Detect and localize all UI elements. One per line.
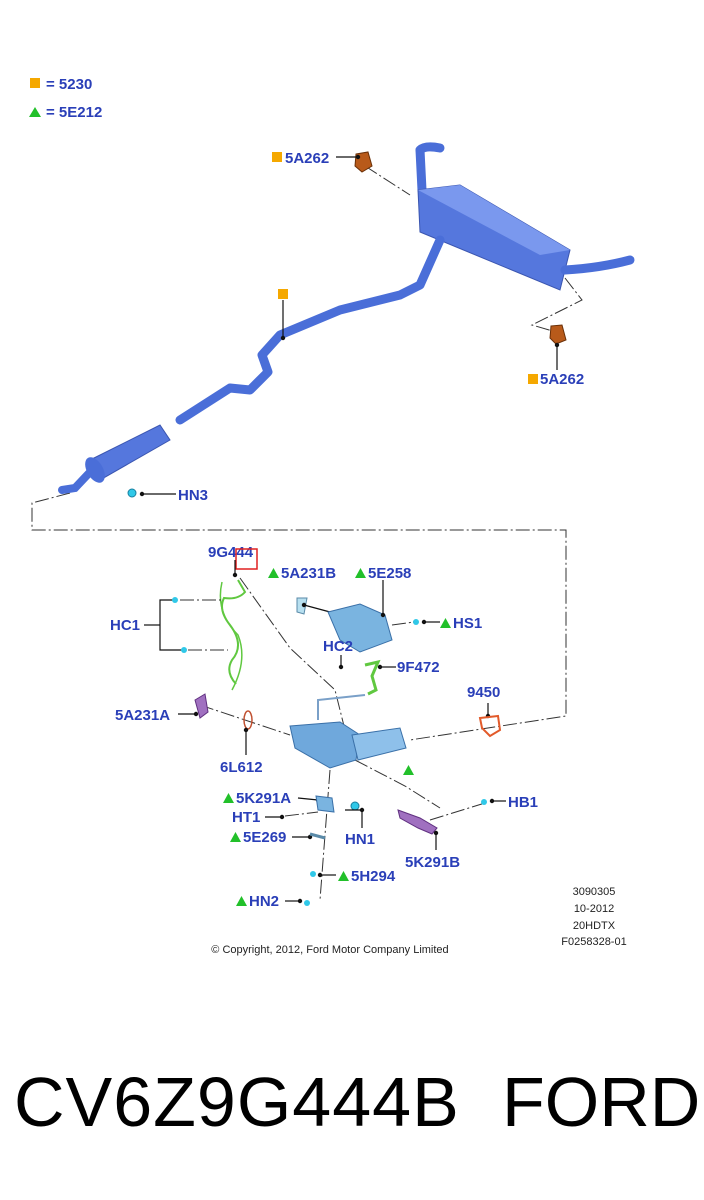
label-5a262-right: 5A262 [540,371,584,388]
meta-line-4: F0258328-01 [561,936,626,948]
sensor-9f472-icon [364,659,381,696]
label-5k291a: 5K291A [236,790,291,807]
connector-line-hb [354,759,441,809]
legend-triangle-icon [29,107,41,117]
label-5a231b: 5A231B [281,565,336,582]
label-hs1: HS1 [453,615,482,632]
catalytic-converter-upper [327,603,393,653]
rear-muffler [415,142,635,291]
square-marker-top-icon [272,152,282,162]
stud-5e269-icon [309,832,326,840]
label-hc2: HC2 [323,638,353,655]
clip-hc1-lower-icon [181,647,187,653]
nut-hn3-icon [127,488,137,498]
triangle-hs1-icon [440,618,451,628]
label-9450: 9450 [467,684,500,701]
bracket-5k291b-icon [397,809,438,835]
clip-hc1-upper-icon [172,597,178,603]
nut-hn2-icon [304,900,310,906]
triangle-converter-icon [403,765,414,775]
meta-line-3: 20HDTX [573,920,616,932]
label-9g444: 9G444 [208,544,254,561]
footer [0,1000,704,1200]
triangle-5e269-icon [230,832,241,842]
bracket-5k291a-icon [315,795,335,813]
label-ht1: HT1 [232,809,260,826]
highlight-box [235,548,258,570]
connector-line-ht [319,769,331,901]
connector-line-gasket [199,704,291,736]
intermediate-pipe [175,235,445,425]
part-number: CV6Z9G444B [14,1063,460,1141]
legend-triangle-text: = 5E212 [46,104,102,121]
gasket-6l612-icon [243,710,253,730]
label-5a231a: 5A231A [115,707,170,724]
triangle-5a231b-icon [268,568,279,578]
square-marker-right-icon [528,374,538,384]
copyright: © Copyright, 2012, Ford Motor Company Li… [211,944,448,956]
connector-line-sensor [239,577,346,731]
connector-line-left [31,492,567,741]
clamp-5h294-icon [310,871,316,877]
connector-line-top-hanger [364,165,411,196]
connector-line-hb1 [429,802,486,821]
label-hn1: HN1 [345,831,375,848]
legend-square-icon [30,78,40,88]
meta-line-2: 10-2012 [574,903,614,915]
label-5h294: 5H294 [351,868,396,885]
meta-line-1: 3090305 [573,886,616,898]
label-hn2: HN2 [249,893,279,910]
gasket-5a231b-icon [296,597,308,615]
label-hb1: HB1 [508,794,538,811]
oxygen-sensor-cable [221,579,247,685]
label-5a262-top: 5A262 [285,150,329,167]
label-6l612: 6L612 [220,759,263,776]
triangle-hn2-icon [236,896,247,906]
connector-line-right-hanger [530,277,583,333]
stud-hs1-icon [413,619,419,625]
bolt-hb1-icon [481,799,487,805]
rubber-hanger-right-icon [549,324,567,345]
brand-name: FORD [502,1063,701,1141]
catalytic-converter-main [289,694,407,769]
triangle-5h294-icon [338,871,349,881]
label-5e269: 5E269 [243,829,286,846]
legend-square-text: = 5230 [46,76,92,93]
gasket-5a231a-icon [194,693,209,719]
triangle-5k291a-icon [223,793,234,803]
front-resonator [58,424,171,494]
triangle-5e258-icon [355,568,366,578]
nut-hn1-icon [350,801,360,811]
label-5e258: 5E258 [368,565,411,582]
exhaust-diagram: = 5230 = 5E212 5A262 5A262 [29,76,635,956]
label-hn3: HN3 [178,487,208,504]
square-marker-pipe-icon [278,289,288,299]
label-9f472: 9F472 [397,659,440,676]
label-5k291b: 5K291B [405,854,460,871]
gasket-9450-icon [478,714,502,738]
label-hc1: HC1 [110,617,140,634]
